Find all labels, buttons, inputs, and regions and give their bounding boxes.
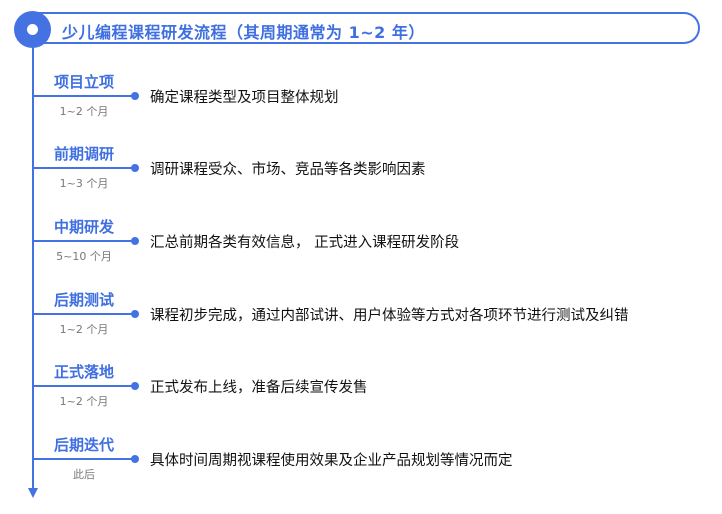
title-bar bbox=[30, 12, 700, 44]
diagram-title: 少儿编程课程研发流程（其周期通常为 1~2 年） bbox=[62, 23, 425, 42]
connector-line bbox=[33, 240, 134, 242]
dot-icon bbox=[131, 382, 139, 390]
timeline-stage: 后期迭代 此后 具体时间周期视课程使用效果及企业产品规划等情况而定 bbox=[0, 434, 722, 494]
stage-description: 具体时间周期视课程使用效果及企业产品规划等情况而定 bbox=[150, 453, 513, 469]
stage-label: 项目立项 bbox=[53, 73, 114, 91]
stage-label: 后期测试 bbox=[53, 291, 114, 309]
stage-duration: 1~2 个月 bbox=[59, 105, 109, 118]
stage-description: 调研课程受众、市场、竞品等各类影响因素 bbox=[150, 162, 426, 178]
timeline-stage: 后期测试 1~2 个月 课程初步完成，通过内部试讲、用户体验等方式对各项环节进行… bbox=[0, 289, 722, 349]
stage-description: 汇总前期各类有效信息， 正式进入课程研发阶段 bbox=[150, 235, 460, 251]
stage-description: 确定课程类型及项目整体规划 bbox=[150, 90, 339, 106]
stage-label: 前期调研 bbox=[53, 145, 114, 163]
stage-description: 正式发布上线，准备后续宣传发售 bbox=[150, 380, 368, 396]
dot-icon bbox=[131, 164, 139, 172]
stage-label: 正式落地 bbox=[53, 363, 114, 381]
stage-label: 中期研发 bbox=[53, 218, 114, 236]
stage-duration: 此后 bbox=[73, 468, 95, 481]
dot-icon bbox=[131, 310, 139, 318]
connector-line bbox=[33, 385, 134, 387]
timeline-stage: 项目立项 1~2 个月 确定课程类型及项目整体规划 bbox=[0, 71, 722, 131]
connector-line bbox=[33, 313, 134, 315]
timeline-stage: 前期调研 1~3 个月 调研课程受众、市场、竞品等各类影响因素 bbox=[0, 143, 722, 203]
connector-line bbox=[33, 458, 134, 460]
dot-icon bbox=[131, 237, 139, 245]
dot-icon bbox=[131, 92, 139, 100]
connector-line bbox=[33, 167, 134, 169]
stage-label: 后期迭代 bbox=[53, 436, 114, 454]
stage-description: 课程初步完成，通过内部试讲、用户体验等方式对各项环节进行测试及纠错 bbox=[150, 308, 629, 324]
stage-duration: 5~10 个月 bbox=[56, 250, 112, 263]
stage-duration: 1~2 个月 bbox=[59, 395, 109, 408]
arrow-down-icon bbox=[28, 488, 38, 498]
connector-line bbox=[33, 95, 134, 97]
stage-duration: 1~2 个月 bbox=[59, 323, 109, 336]
dot-icon bbox=[131, 455, 139, 463]
timeline-axis bbox=[32, 46, 34, 490]
timeline-stage: 中期研发 5~10 个月 汇总前期各类有效信息， 正式进入课程研发阶段 bbox=[0, 216, 722, 276]
timeline-stage: 正式落地 1~2 个月 正式发布上线，准备后续宣传发售 bbox=[0, 361, 722, 421]
stage-duration: 1~3 个月 bbox=[59, 177, 109, 190]
title-circle-icon bbox=[14, 11, 51, 48]
